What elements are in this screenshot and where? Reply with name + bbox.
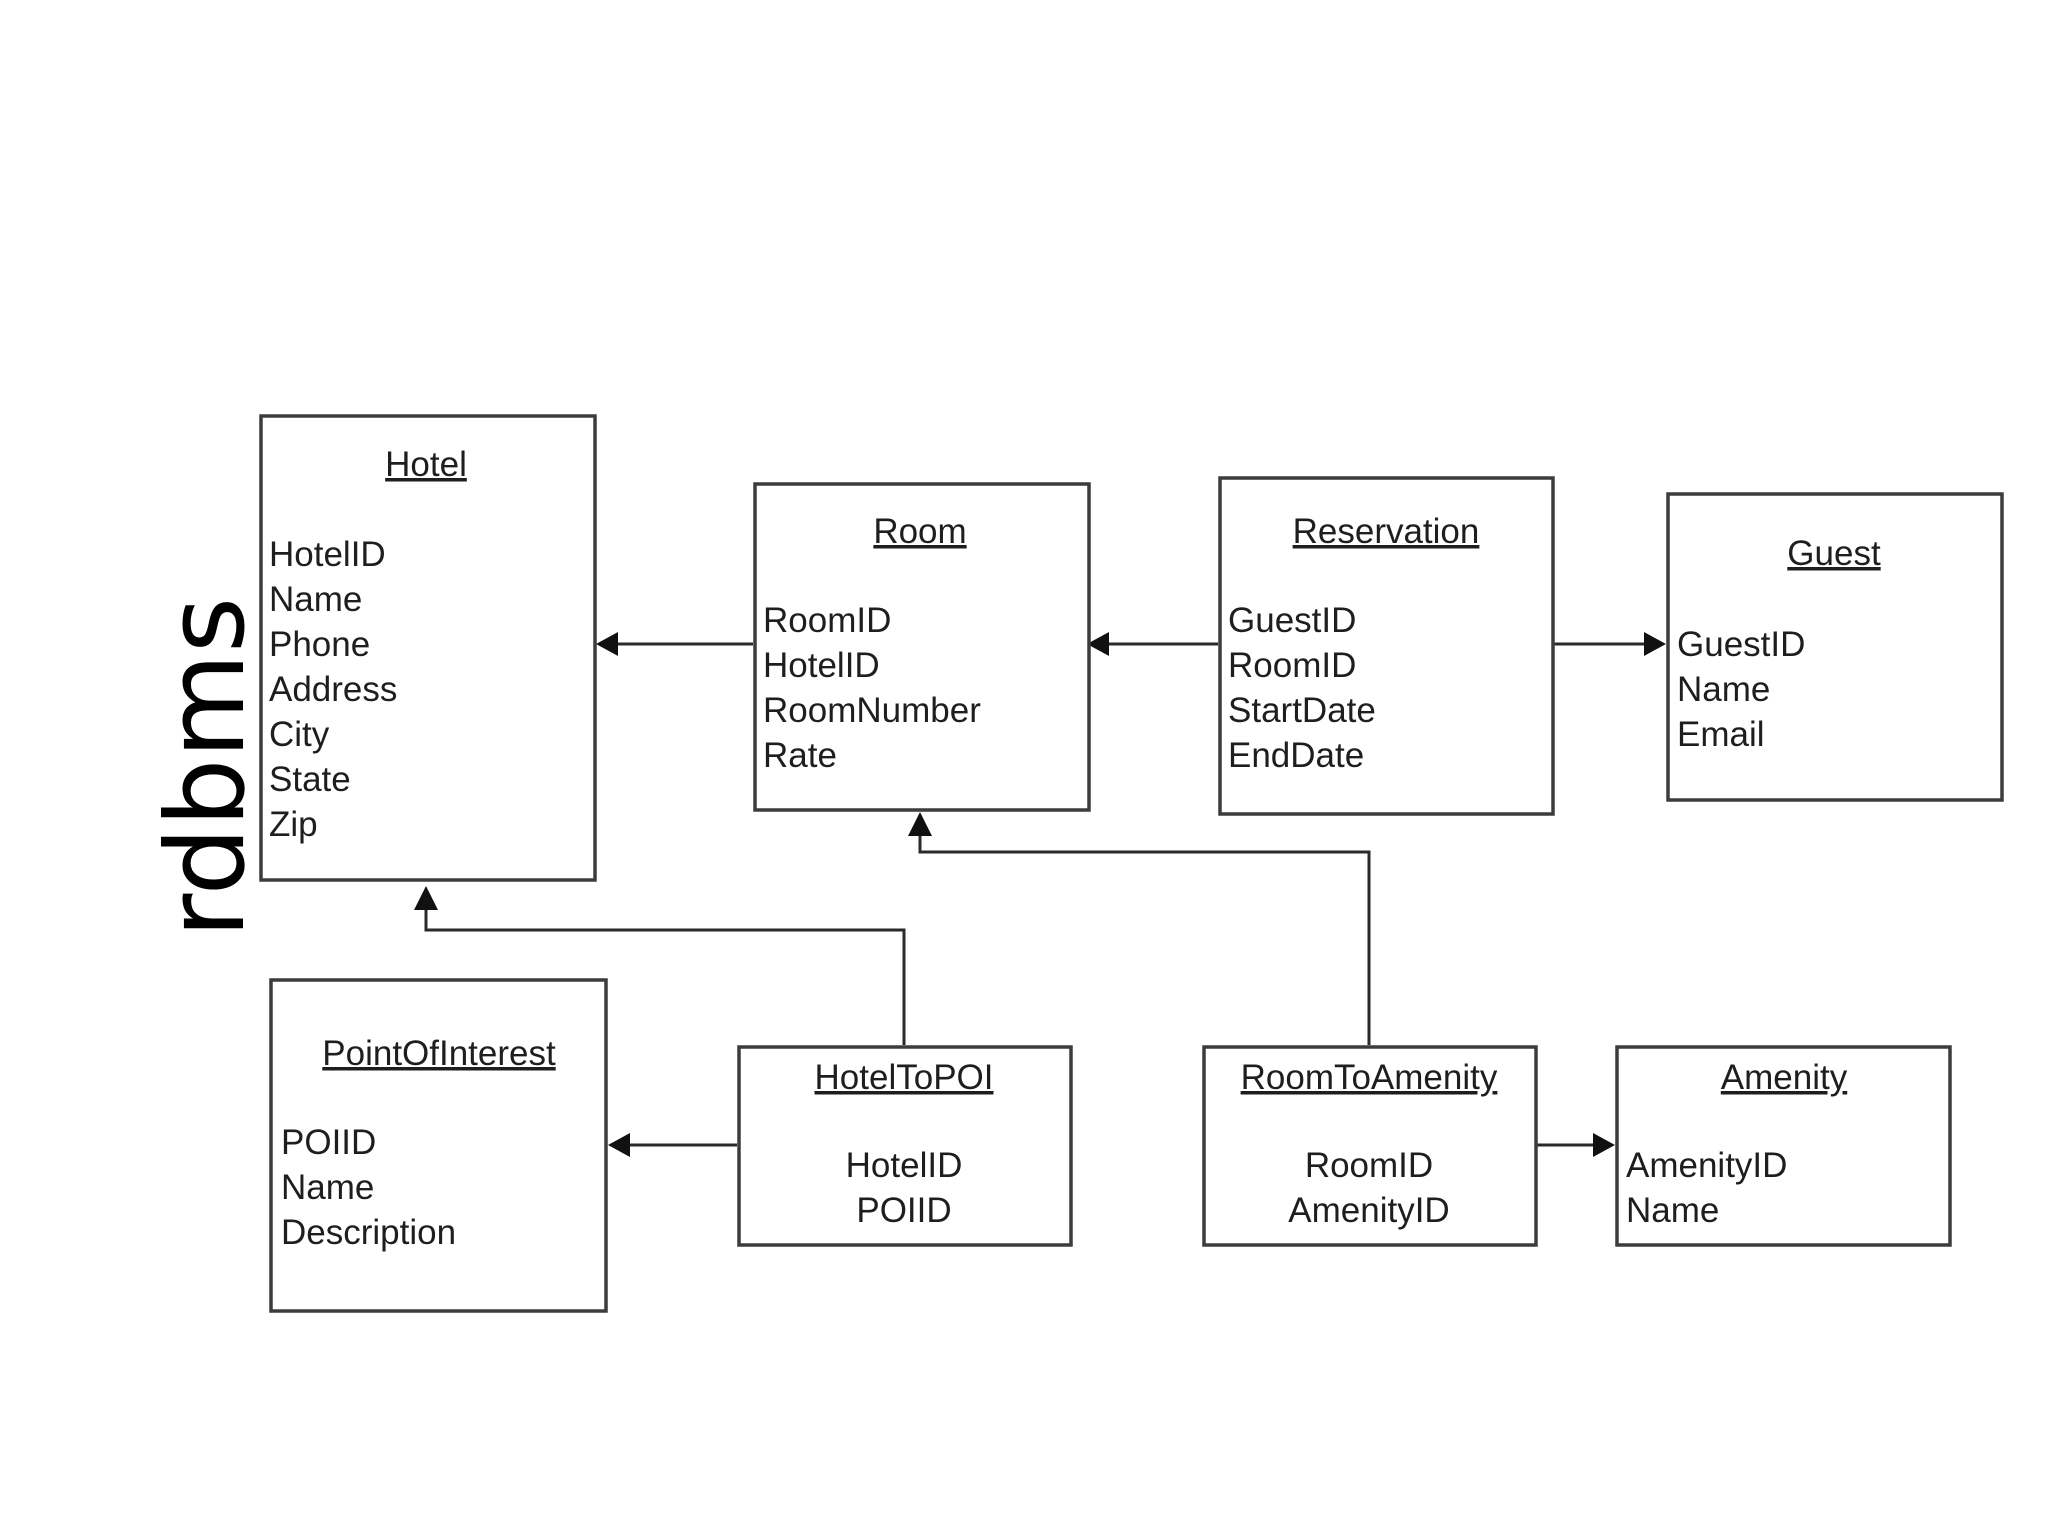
field: GuestID	[1228, 601, 1356, 640]
entity-amenity: Amenity AmenityID Name	[1615, 1045, 1952, 1247]
arrowhead-guest-from-reservation	[1644, 632, 1666, 656]
field: Name	[269, 580, 362, 619]
side-label: rdbms	[144, 597, 269, 938]
arrowhead-hotel-from-hoteltopoi	[414, 886, 438, 910]
entity-title: Room	[873, 512, 966, 551]
entity-title: HotelToPOI	[815, 1058, 994, 1097]
entity-room: Room RoomID HotelID RoomNumber Rate	[753, 482, 1091, 812]
field: HotelID	[269, 535, 386, 574]
field: HotelID	[763, 646, 880, 685]
relationships	[414, 632, 1666, 1157]
field: AmenityID	[1626, 1146, 1787, 1185]
arrowhead-room-from-roomtoamenity	[908, 812, 932, 836]
entity-hotel-to-poi: HotelToPOI HotelID POIID	[737, 1045, 1073, 1247]
entity-hotel: Hotel HotelID Name Phone Address City St…	[259, 414, 597, 882]
field: Rate	[763, 736, 837, 775]
field: Name	[281, 1168, 374, 1207]
field: RoomID	[1305, 1146, 1433, 1185]
entity-point-of-interest: PointOfInterest POIID Name Description	[269, 978, 608, 1313]
field: StartDate	[1228, 691, 1376, 730]
field: Name	[1626, 1191, 1719, 1230]
field: RoomNumber	[763, 691, 981, 730]
arrowhead-hotel-from-room	[596, 632, 618, 656]
entity-title: Reservation	[1293, 512, 1480, 551]
entity-guest: Guest GuestID Name Email	[1666, 492, 2004, 802]
field: Email	[1677, 715, 1765, 754]
field: Address	[269, 670, 397, 709]
rel-hoteltopoi-to-hotel	[424, 906, 906, 1045]
field: Phone	[269, 625, 370, 664]
rel-roomtoamenity-to-room	[918, 832, 1371, 1045]
field: HotelID	[846, 1146, 963, 1185]
entity-title: Amenity	[1721, 1058, 1848, 1097]
entity-room-to-amenity: RoomToAmenity RoomID AmenityID	[1202, 1045, 1538, 1247]
arrowhead-amenity-from-roomtoamenity	[1593, 1133, 1615, 1157]
entity-title: Hotel	[385, 445, 467, 484]
arrowhead-room-from-reservation	[1087, 632, 1109, 656]
field: EndDate	[1228, 736, 1364, 775]
field: POIID	[856, 1191, 951, 1230]
field: RoomID	[1228, 646, 1356, 685]
field: City	[269, 715, 330, 754]
field: POIID	[281, 1123, 376, 1162]
arrowhead-poi-from-hoteltopoi	[608, 1133, 630, 1157]
field: Description	[281, 1213, 456, 1252]
entity-title: PointOfInterest	[322, 1034, 556, 1073]
entity-title: RoomToAmenity	[1241, 1058, 1498, 1097]
field: RoomID	[763, 601, 891, 640]
field: Zip	[269, 805, 318, 844]
field: State	[269, 760, 351, 799]
entity-title: Guest	[1787, 534, 1881, 573]
field: AmenityID	[1288, 1191, 1449, 1230]
field: GuestID	[1677, 625, 1805, 664]
field: Name	[1677, 670, 1770, 709]
entity-reservation: Reservation GuestID RoomID StartDate End…	[1218, 476, 1555, 816]
